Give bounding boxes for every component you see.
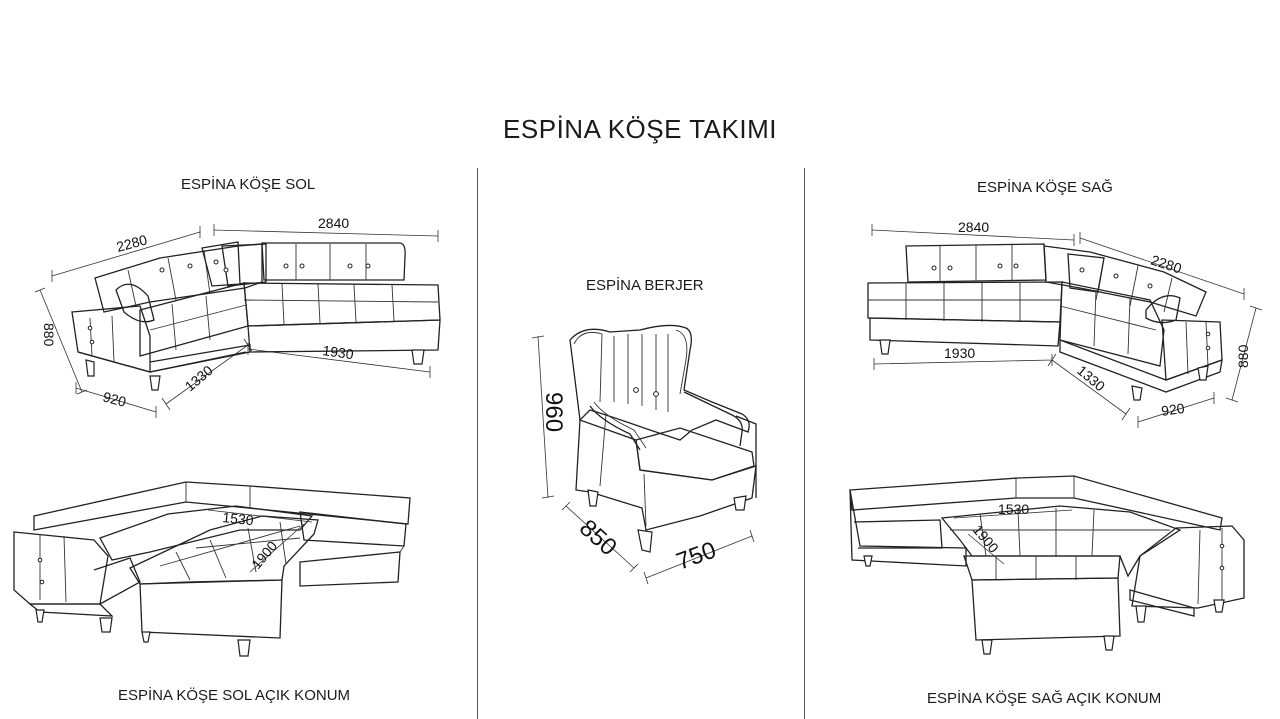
right-corner-dim-1330: 1330 [1074,362,1108,394]
right-corner-dim-920: 920 [1160,400,1186,419]
left-corner-dim-1930: 1930 [322,342,355,362]
left-corner-dim-2840: 2840 [318,215,349,231]
right-open-sofa: 1530 1900 [849,475,1245,655]
armchair-dim-960: 960 [540,392,567,432]
left-corner-dim-1330: 1330 [182,362,216,394]
left-corner-dim-880: 880 [41,323,57,347]
right-corner-dim-2840: 2840 [958,219,989,235]
left-corner-sofa: 2280 2840 880 1330 1930 920 [34,215,441,418]
divider-left [477,168,478,719]
right-corner-sofa: 2840 2280 1930 880 1330 920 [867,219,1263,428]
right-open-dim-1900: 1900 [970,522,1002,556]
left-corner-label: ESPİNA KÖŞE SOL [181,176,316,193]
left-corner-dim-2280: 2280 [115,231,149,255]
armchair-dim-850: 850 [574,514,622,561]
page-title: ESPİNA KÖŞE TAKIMI [503,114,777,144]
right-open-label: ESPİNA KÖŞE SAĞ AÇIK KONUM [927,690,1162,707]
right-open-dim-1530: 1530 [998,501,1029,517]
left-corner-dim-920: 920 [101,388,128,410]
right-corner-dim-880: 880 [1235,344,1251,368]
armchair-label: ESPİNA BERJER [586,277,704,294]
left-open-label: ESPİNA KÖŞE SOL AÇIK KONUM [118,687,351,704]
left-open-dim-1530: 1530 [222,509,255,528]
left-open-sofa: 1530 1900 [13,481,411,657]
left-corner-dimension-lines [34,224,439,418]
divider-right [804,168,805,719]
armchair: 960 850 750 [531,324,757,585]
right-corner-label: ESPİNA KÖŞE SAĞ [977,179,1113,196]
right-corner-dim-1930: 1930 [944,345,975,361]
armchair-dim-750: 750 [673,537,720,576]
